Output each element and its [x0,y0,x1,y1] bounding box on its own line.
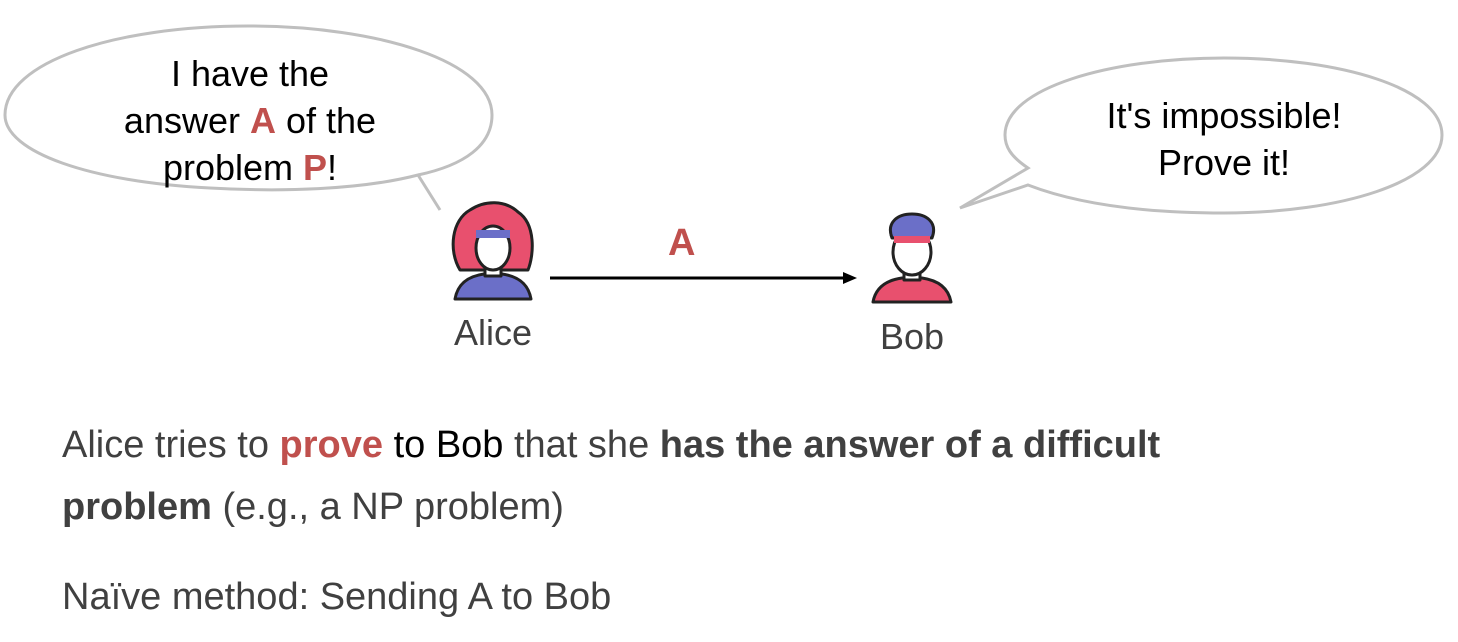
alice-speech-bubble [3,24,494,211]
alice-speech-text: I have the answer A of the problem P! [80,50,420,191]
statement-line-1: Alice tries to prove to Bob that she has… [62,424,1161,466]
bob-speech-line-1: It's impossible! [1106,95,1342,136]
send-arrow [550,272,857,284]
bob-speech-bubble [959,56,1444,215]
man-avatar-icon [871,212,953,304]
method-line: Naïve method: Sending A to Bob [62,576,612,618]
bob-name-label: Bob [879,316,945,357]
statement-line-2: problem (e.g., a NP problem) [62,486,564,528]
woman-avatar-icon [451,201,534,301]
difficult-problem-phrase: has the answer of a difficult [659,424,1161,466]
answer-symbol: A [249,100,276,141]
problem-symbol: P [303,147,328,188]
alice-name-label: Alice [453,312,533,353]
arrow-label: A [668,222,696,264]
alice-speech-line-1: I have the [170,53,330,94]
alice-speech-line-2: answer A of the [123,100,377,141]
prove-keyword: prove [279,424,384,466]
bob-speech-line-2: Prove it! [1157,142,1291,183]
bob-speech-text: It's impossible! Prove it! [1074,92,1374,186]
alice-speech-line-3: problem P! [162,147,338,188]
